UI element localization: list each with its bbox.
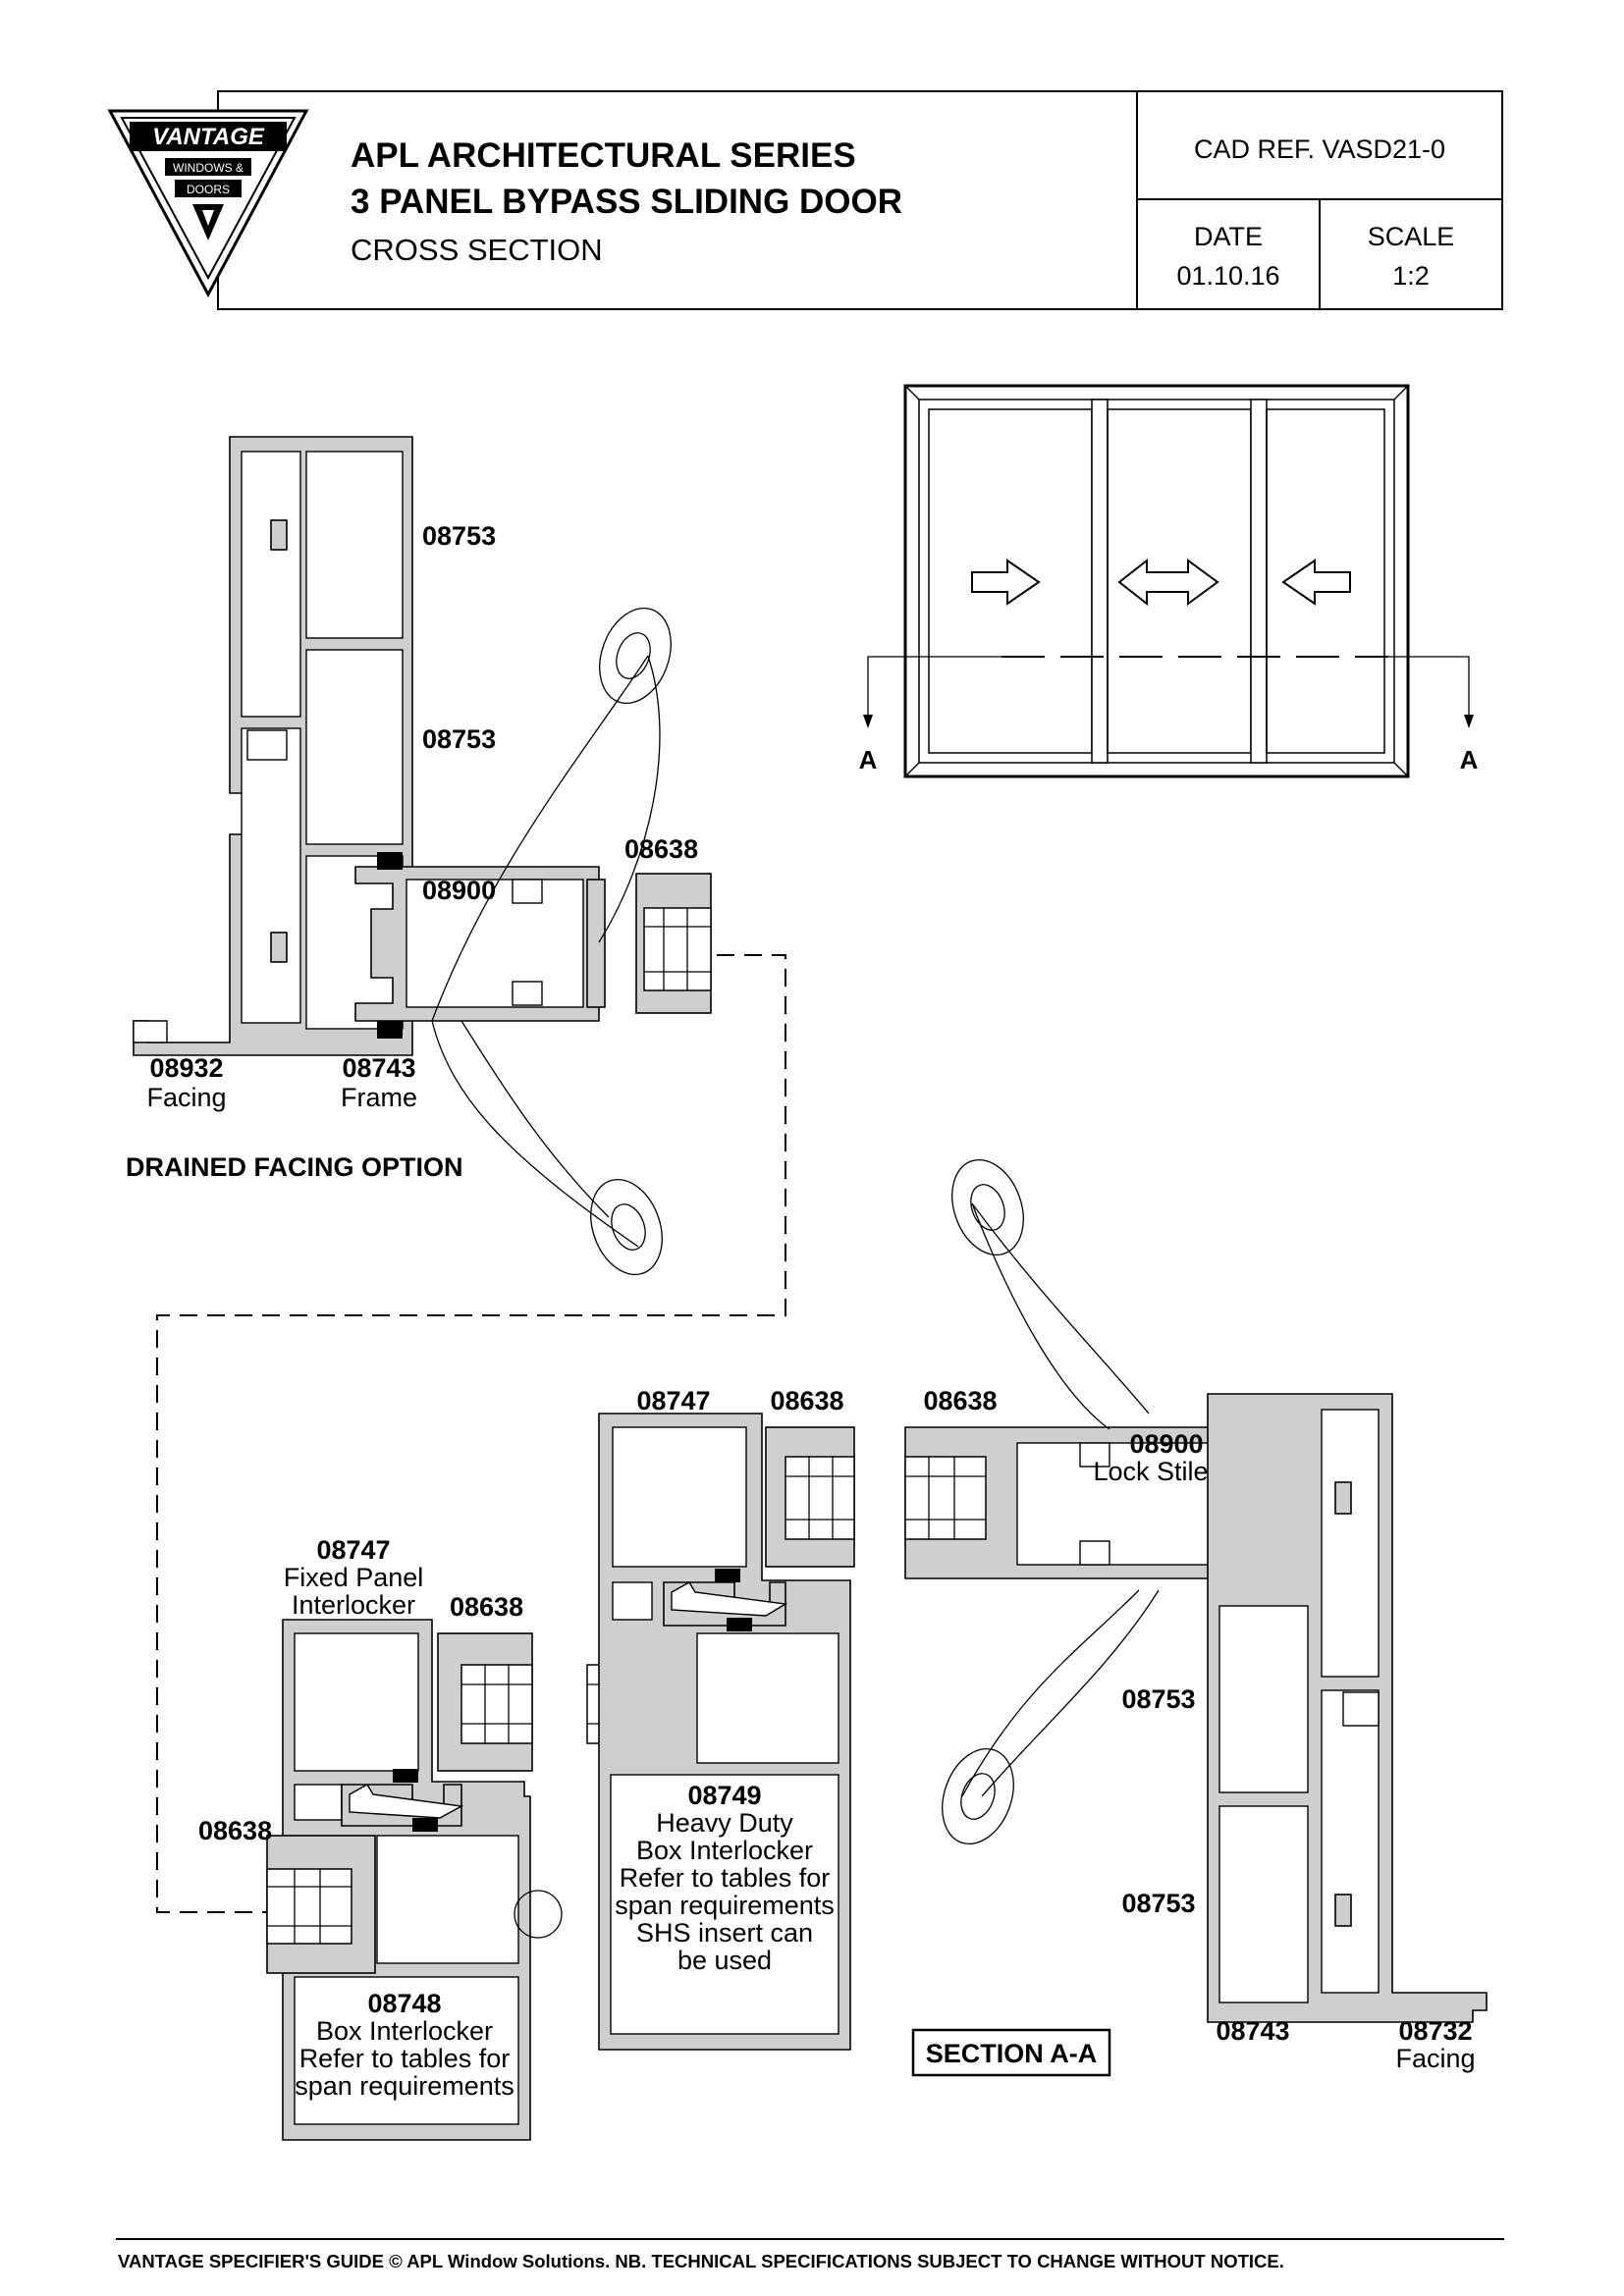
logo-sub2: DOORS bbox=[187, 183, 230, 196]
double-arrow-icon bbox=[1117, 558, 1219, 607]
label-08753-b: 08753 bbox=[1121, 1889, 1195, 1918]
label-frame: Frame bbox=[341, 1083, 417, 1112]
section-aa-detail: 08747 Fixed Panel Interlocker 08638 0863… bbox=[198, 1158, 1488, 2141]
label-interlocker: Interlocker bbox=[292, 1590, 415, 1620]
section-marker-right: A bbox=[1460, 745, 1479, 774]
drained-facing-detail: 08753 08753 08638 08900 08932 Facing 087… bbox=[126, 436, 712, 1276]
label-08638-mid: 08638 bbox=[770, 1386, 843, 1415]
label-heavy-span: span requirements bbox=[615, 1891, 835, 1920]
label-facing-aa: Facing bbox=[1395, 2044, 1475, 2073]
door-elevation: A A bbox=[859, 384, 1479, 778]
footer: VANTAGE SPECIFIER'S GUIDE © APL Window S… bbox=[116, 2238, 1504, 2271]
date-value: 01.10.16 bbox=[1176, 261, 1279, 291]
label-08900-lock: 08900 bbox=[1129, 1429, 1203, 1459]
label-fixed-panel: Fixed Panel bbox=[284, 1563, 424, 1592]
label-box-span: span requirements bbox=[295, 2071, 514, 2101]
label-box-interlocker: Box Interlocker bbox=[316, 2016, 493, 2046]
cad-ref: CAD REF. VASD21-0 bbox=[1194, 134, 1445, 164]
label-heavy-duty: Heavy Duty bbox=[656, 1808, 793, 1838]
section-aa-heading: SECTION A-A bbox=[926, 2039, 1098, 2068]
title-block: VANTAGE WINDOWS & DOORS APL ARCHITECTURA… bbox=[107, 90, 1503, 310]
label-08753-mid: 08753 bbox=[422, 724, 496, 754]
label-heavy-used: be used bbox=[677, 1946, 772, 1975]
label-08743-aa: 08743 bbox=[1216, 2016, 1289, 2046]
label-08753-a: 08753 bbox=[1121, 1684, 1195, 1714]
logo-brand: VANTAGE bbox=[152, 124, 265, 150]
label-heavy-shs: SHS insert can bbox=[636, 1918, 813, 1948]
logo-sub1: WINDOWS & bbox=[173, 161, 244, 175]
section-marker-left: A bbox=[859, 745, 878, 774]
label-08753-top: 08753 bbox=[422, 521, 496, 551]
label-lock-stile: Lock Stile bbox=[1093, 1457, 1208, 1486]
label-08932: 08932 bbox=[149, 1053, 223, 1083]
label-08638-right: 08638 bbox=[923, 1386, 997, 1415]
title-line-2: 3 PANEL BYPASS SLIDING DOOR bbox=[351, 183, 902, 221]
label-08743: 08743 bbox=[342, 1053, 415, 1083]
left-arrow-icon bbox=[1281, 559, 1351, 606]
label-08638-top: 08638 bbox=[624, 834, 698, 864]
label-box-refer: Refer to tables for bbox=[299, 2044, 511, 2073]
footer-text: VANTAGE SPECIFIER'S GUIDE © APL Window S… bbox=[118, 2251, 1284, 2271]
title-line-3: CROSS SECTION bbox=[351, 233, 603, 267]
drained-facing-heading: DRAINED FACING OPTION bbox=[126, 1152, 463, 1182]
scale-label: SCALE bbox=[1368, 222, 1455, 251]
label-08732: 08732 bbox=[1398, 2016, 1472, 2046]
right-arrow-icon bbox=[971, 559, 1041, 606]
label-08747-fixed: 08747 bbox=[316, 1535, 390, 1565]
title-line-1: APL ARCHITECTURAL SERIES bbox=[351, 136, 856, 175]
label-heavy-refer: Refer to tables for bbox=[620, 1863, 831, 1893]
label-heavy-box: Box Interlocker bbox=[636, 1836, 813, 1865]
label-08638-fixed: 08638 bbox=[450, 1592, 523, 1622]
label-08900: 08900 bbox=[422, 876, 496, 905]
vantage-logo: VANTAGE WINDOWS & DOORS bbox=[107, 109, 309, 298]
scale-value: 1:2 bbox=[1392, 261, 1430, 291]
label-08749: 08749 bbox=[687, 1781, 761, 1810]
label-08748: 08748 bbox=[367, 1989, 441, 2018]
label-facing: Facing bbox=[146, 1083, 226, 1112]
label-08747-mid: 08747 bbox=[636, 1386, 710, 1415]
label-08638-left: 08638 bbox=[198, 1816, 272, 1845]
link-dashed-line bbox=[156, 954, 786, 1913]
date-label: DATE bbox=[1194, 222, 1263, 251]
